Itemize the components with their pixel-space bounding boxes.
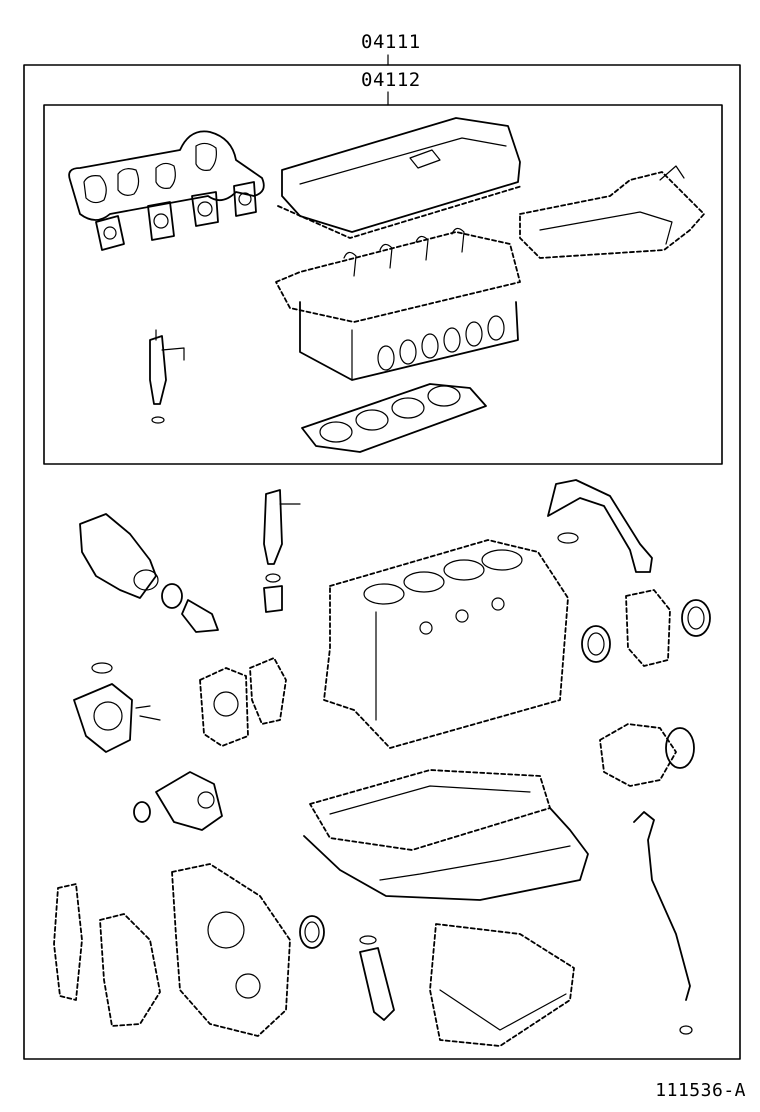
intake-manifold-gasket: [519, 165, 705, 259]
head-gasket: [301, 383, 487, 453]
valve-cover: [277, 117, 523, 239]
oil-pan-gasket-upper: [309, 769, 551, 851]
injector-inner: [149, 329, 185, 424]
rear-oil-seal-retainer: [581, 589, 711, 667]
vacuum-pump: [599, 723, 695, 787]
illustration-reference: 111536-A: [655, 1080, 746, 1101]
inner-kit-frame: [43, 104, 723, 465]
oil-pan-lower: [429, 923, 575, 1047]
front-oil-seal: [299, 915, 325, 949]
water-outlet-housing: [79, 513, 219, 633]
timing-cover-gaskets: [53, 883, 161, 1027]
timing-case-gasket: [199, 657, 287, 747]
inner-kit-part-number: 04112: [361, 69, 421, 91]
oil-pan-upper: [303, 807, 589, 901]
oil-strainer: [359, 935, 395, 1021]
water-pump: [73, 662, 161, 753]
injector-outer: [263, 489, 301, 613]
outer-kit-frame: [23, 64, 741, 1060]
cylinder-block: [323, 539, 569, 749]
exhaust-manifold-gasket: [68, 130, 265, 221]
exhaust-port-gaskets: [95, 181, 257, 251]
dipstick: [633, 811, 693, 1035]
oil-pipe: [547, 479, 653, 573]
timing-gear-cover: [171, 863, 291, 1037]
outer-kit-part-number: 04111: [361, 31, 421, 53]
oil-filter-bracket: [133, 771, 223, 831]
cylinder-head: [275, 227, 521, 381]
